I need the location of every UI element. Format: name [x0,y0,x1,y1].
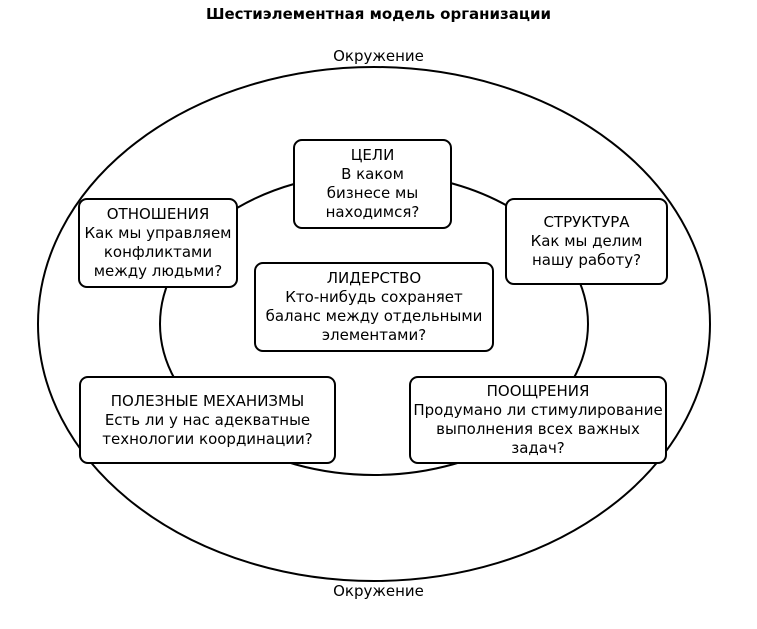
element-mechanisms-question: Есть ли у нас адекватные технологии коор… [102,410,313,448]
element-leadership-head: ЛИДЕРСТВО [326,269,422,287]
element-rewards-head: ПООЩРЕНИЯ [486,382,590,400]
element-relations-head: ОТНОШЕНИЯ [106,205,210,223]
element-relations: ОТНОШЕНИЯ Как мы управляем конфликтами м… [78,198,238,288]
environment-label-bottom: Окружение [333,582,424,600]
element-structure-question: Как мы делим нашу работу? [530,232,643,269]
element-structure-head: СТРУКТУРА [543,213,630,231]
environment-label-top: Окружение [333,47,424,65]
element-leadership-question: Кто-нибудь сохраняет баланс между отдель… [265,288,483,344]
element-goals-head: ЦЕЛИ [350,146,395,164]
diagram-title: Шестиэлементная модель организации [205,5,552,23]
element-mechanisms-head: ПОЛЕЗНЫЕ МЕХАНИЗМЫ [110,391,305,410]
element-goals-question: В каком бизнесе мы находимся? [325,165,420,221]
element-rewards: ПООЩРЕНИЯ Продумано ли стимулирование вы… [409,376,667,464]
element-rewards-question: Продумано ли стимулирование выполнения в… [413,401,663,457]
element-goals: ЦЕЛИ В каком бизнесе мы находимся? [293,139,452,229]
outer-environment-ellipse [37,66,711,582]
element-leadership: ЛИДЕРСТВО Кто-нибудь сохраняет баланс ме… [254,262,494,352]
element-structure: СТРУКТУРА Как мы делим нашу работу? [505,198,668,285]
element-relations-question: Как мы управляем конфликтами между людьм… [84,224,232,280]
element-mechanisms: ПОЛЕЗНЫЕ МЕХАНИЗМЫ Есть ли у нас адекват… [79,376,336,464]
